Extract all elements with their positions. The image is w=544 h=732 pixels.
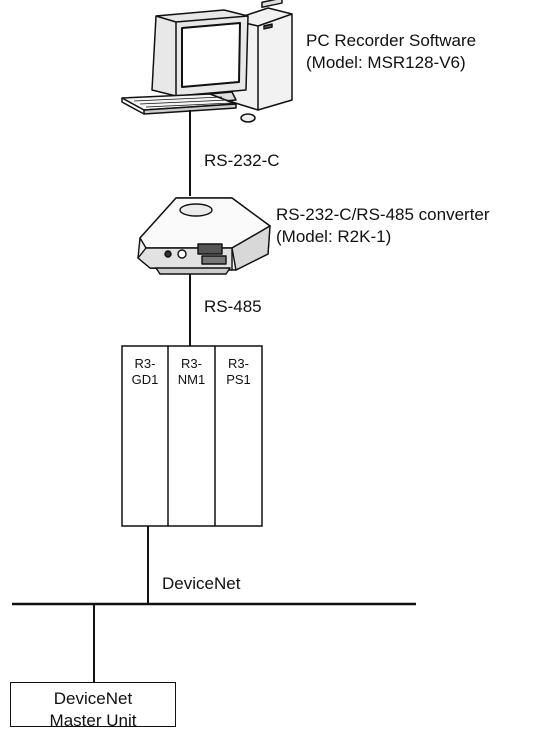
master-unit-line1: DeviceNet (53, 689, 133, 708)
module-label-line2: PS1 (226, 372, 251, 387)
devicenet-label: DeviceNet (162, 574, 241, 593)
module-label-line2: GD1 (131, 372, 159, 387)
module-r3-nm1: R3- NM1 (168, 356, 215, 388)
module-r3-ps1: R3- PS1 (215, 356, 262, 388)
devicenet-master-unit: DeviceNet Master Unit (10, 682, 176, 730)
module-label-line1: R3- (134, 356, 156, 371)
converter-label-line1: RS-232-C/RS-485 converter (276, 205, 490, 224)
pc-label: PC Recorder Software (Model: MSR128-V6) (306, 30, 476, 74)
converter-icon (137, 197, 271, 275)
converter-label: RS-232-C/RS-485 converter (Model: R2K-1) (276, 204, 490, 248)
module-label-line2: NM1 (177, 372, 206, 387)
module-r3-gd1: R3- GD1 (122, 356, 168, 388)
converter-label-line2: (Model: R2K-1) (276, 227, 392, 246)
pc-computer-icon (121, 0, 293, 123)
pc-label-line1: PC Recorder Software (306, 31, 477, 50)
module-rack (121, 345, 263, 527)
rs232c-label: RS-232-C (204, 151, 280, 170)
module-label-line1: R3- (181, 356, 202, 371)
master-unit-line2: Master Unit (49, 711, 137, 730)
module-label-line1: R3- (228, 356, 249, 371)
rs485-label: RS-485 (204, 297, 262, 316)
pc-label-line2: (Model: MSR128-V6) (306, 53, 466, 72)
